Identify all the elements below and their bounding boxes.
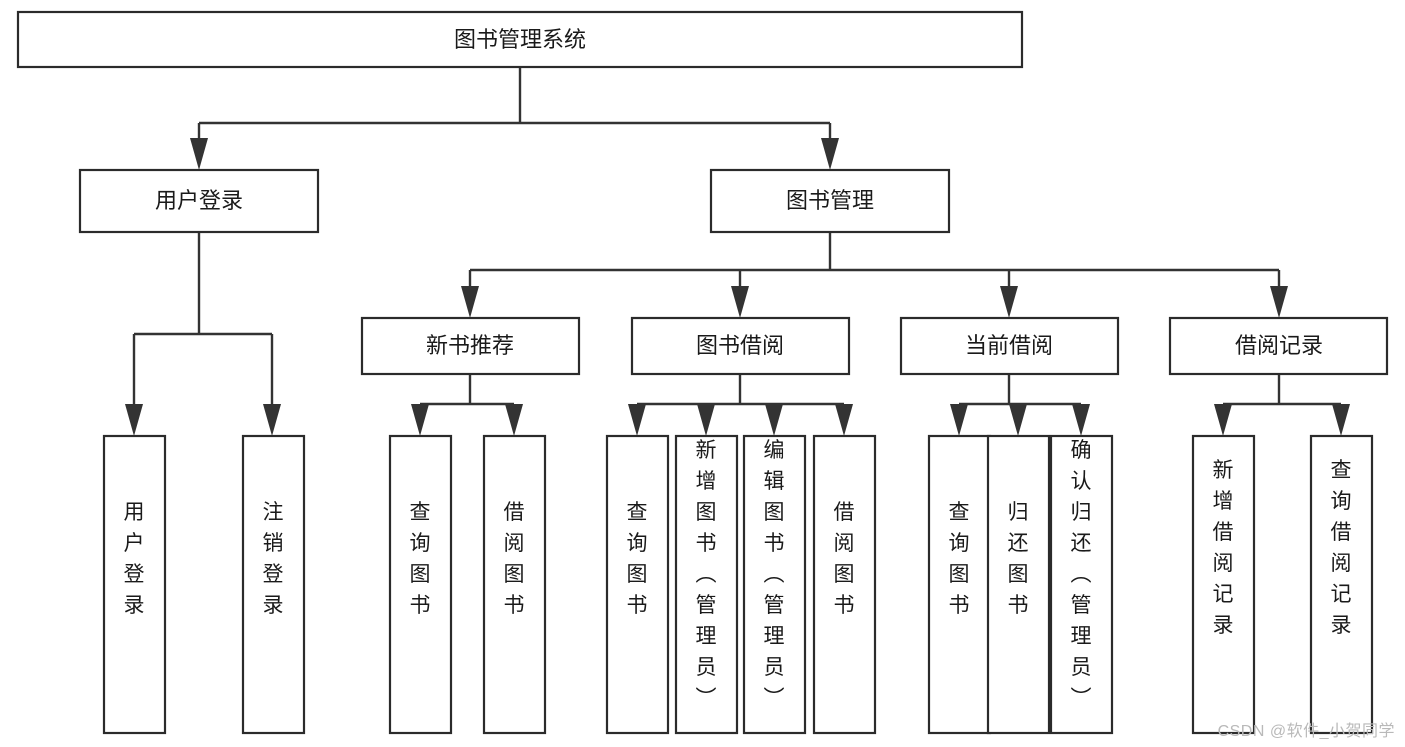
arrow-head-new-book-recommend xyxy=(461,286,479,318)
leaf-borrow-book-1-label: 借阅图书 xyxy=(504,501,525,617)
leaf-edit-book-box[interactable] xyxy=(742,434,807,735)
leaf-add-book-box[interactable] xyxy=(674,434,739,735)
node-borrow-record[interactable]: 借阅记录 xyxy=(1168,316,1389,376)
leaf-node-query-book-3[interactable]: 查询图书 xyxy=(927,434,992,735)
leaf-add-book-label: 新增图书︵管理员︶ xyxy=(696,439,717,710)
connectors-layer xyxy=(125,67,1350,436)
node-book-management-label: 图书管理 xyxy=(786,188,874,213)
node-root-label: 图书管理系统 xyxy=(454,27,586,52)
leaf-query-book-1-label: 查询图书 xyxy=(410,501,431,617)
arrow-head-leaf-edit-book xyxy=(765,404,783,436)
node-book-management-box[interactable] xyxy=(709,168,951,234)
node-current-borrow[interactable]: 当前借阅 xyxy=(899,316,1120,376)
node-new-book-recommend[interactable]: 新书推荐 xyxy=(360,316,581,376)
leaf-query-book-2-label: 查询图书 xyxy=(627,501,648,617)
arrow-head-leaf-query-book-2 xyxy=(628,404,646,436)
arrow-head-leaf-confirm-return xyxy=(1072,404,1090,436)
node-book-management[interactable]: 图书管理 xyxy=(709,168,951,234)
leaf-node-borrow-book-1[interactable]: 借阅图书 xyxy=(482,434,547,735)
arrow-head-leaf-return-book xyxy=(1009,404,1027,436)
arrow-head-leaf-borrow-book-1 xyxy=(505,404,523,436)
node-user-login-box[interactable] xyxy=(78,168,320,234)
arrow-head-leaf-borrow-book-2 xyxy=(835,404,853,436)
leaf-node-confirm-return[interactable]: 确认归还︵管理员︶ xyxy=(1049,434,1114,735)
leaf-node-logout-login[interactable]: 注销登录 xyxy=(241,434,306,735)
leaf-node-user-login[interactable]: 用户登录 xyxy=(102,434,167,735)
arrow-head-leaf-add-borrow-record xyxy=(1214,404,1232,436)
leaf-confirm-return-label: 确认归还︵管理员︶ xyxy=(1071,439,1092,710)
leaf-node-add-book[interactable]: 新增图书︵管理员︶ xyxy=(674,434,739,735)
leaf-user-login-label: 用户登录 xyxy=(124,501,145,617)
node-user-login-label: 用户登录 xyxy=(155,188,243,213)
node-borrow-record-box[interactable] xyxy=(1168,316,1389,376)
leaf-query-book-3-label: 查询图书 xyxy=(949,501,970,617)
leaf-borrow-book-2-box[interactable] xyxy=(812,434,877,735)
leaf-node-add-borrow-record[interactable]: 新增借阅记录 xyxy=(1191,434,1256,735)
leaf-user-login-box[interactable] xyxy=(102,434,167,735)
node-current-borrow-box[interactable] xyxy=(899,316,1120,376)
leaf-node-query-borrow-record[interactable]: 查询借阅记录 xyxy=(1309,434,1374,735)
node-borrow-record-label: 借阅记录 xyxy=(1235,333,1323,358)
node-book-borrow[interactable]: 图书借阅 xyxy=(630,316,851,376)
arrow-head-leaf-query-book-1 xyxy=(411,404,429,436)
leaf-add-borrow-record-label: 新增借阅记录 xyxy=(1213,459,1234,637)
leaf-node-query-book-1[interactable]: 查询图书 xyxy=(388,434,453,735)
leaf-return-book-label: 归还图书 xyxy=(1008,501,1029,617)
node-root-system[interactable]: 图书管理系统 xyxy=(16,10,1024,69)
leaf-logout-login-box[interactable] xyxy=(241,434,306,735)
node-current-borrow-label: 当前借阅 xyxy=(965,333,1053,358)
arrow-head-leaf-user-login xyxy=(125,404,143,436)
leaf-node-return-book[interactable]: 归还图书 xyxy=(986,434,1051,735)
leaf-query-borrow-record-box[interactable] xyxy=(1309,434,1374,735)
leaf-logout-login-label: 注销登录 xyxy=(263,501,284,617)
arrow-head-leaf-query-book-3 xyxy=(950,404,968,436)
arrow-head-book-borrow xyxy=(731,286,749,318)
leaf-return-book-box[interactable] xyxy=(986,434,1051,735)
arrow-head-borrow-record xyxy=(1270,286,1288,318)
node-book-borrow-box[interactable] xyxy=(630,316,851,376)
node-new-book-recommend-label: 新书推荐 xyxy=(426,333,514,358)
arrow-head-user-login xyxy=(190,138,208,170)
node-book-borrow-label: 图书借阅 xyxy=(696,333,784,358)
leaf-edit-book-label: 编辑图书︵管理员︶ xyxy=(764,439,785,710)
leaf-node-edit-book[interactable]: 编辑图书︵管理员︶ xyxy=(742,434,807,735)
arrow-head-leaf-query-borrow-record xyxy=(1332,404,1350,436)
arrow-head-book-management xyxy=(821,138,839,170)
node-new-book-recommend-box[interactable] xyxy=(360,316,581,376)
node-root-box[interactable] xyxy=(16,10,1024,69)
leaf-borrow-book-1-box[interactable] xyxy=(482,434,547,735)
leaf-borrow-book-2-label: 借阅图书 xyxy=(834,501,855,617)
arrow-head-leaf-add-book xyxy=(697,404,715,436)
leaf-node-query-book-2[interactable]: 查询图书 xyxy=(605,434,670,735)
arrow-head-current-borrow xyxy=(1000,286,1018,318)
arrow-head-leaf-logout-login xyxy=(263,404,281,436)
leaf-query-book-1-box[interactable] xyxy=(388,434,453,735)
leaf-node-borrow-book-2[interactable]: 借阅图书 xyxy=(812,434,877,735)
leaf-query-book-2-box[interactable] xyxy=(605,434,670,735)
leaf-query-borrow-record-label: 查询借阅记录 xyxy=(1331,459,1352,637)
leaf-confirm-return-box[interactable] xyxy=(1049,434,1114,735)
leaf-add-borrow-record-box[interactable] xyxy=(1191,434,1256,735)
node-user-login[interactable]: 用户登录 xyxy=(78,168,320,234)
